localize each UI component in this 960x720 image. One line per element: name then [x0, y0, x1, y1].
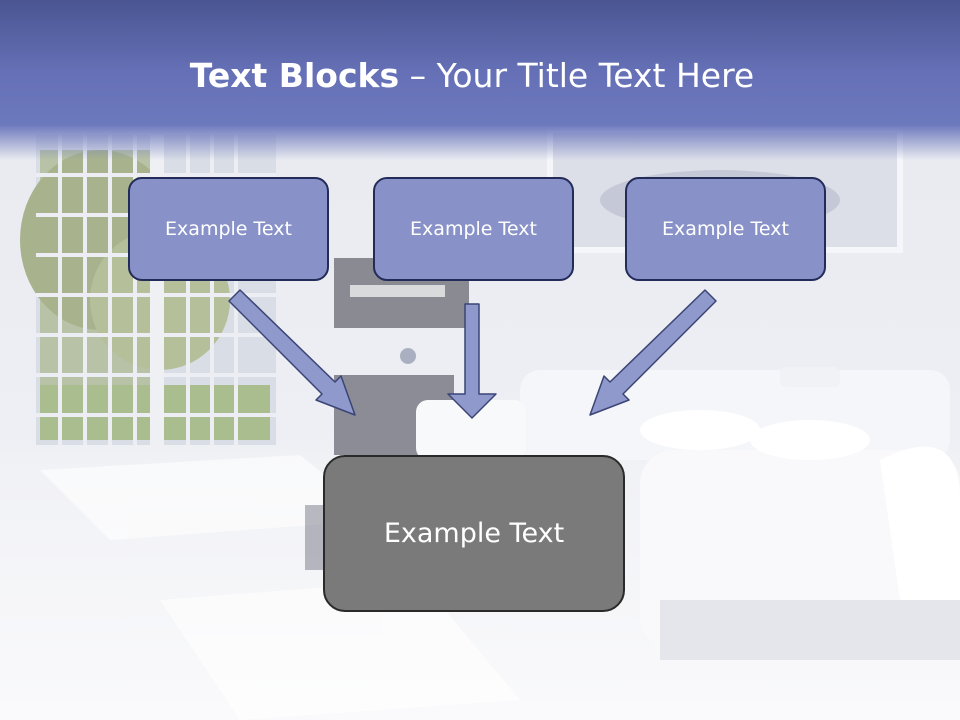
- arrow-left: [228, 289, 356, 416]
- arrow-right: [589, 289, 717, 416]
- sofa: [416, 367, 960, 660]
- text-block-1[interactable]: Example Text: [128, 177, 329, 281]
- title-dash: –: [399, 56, 437, 95]
- title-bold: Text Blocks: [189, 56, 400, 95]
- center-text-block-label: Example Text: [383, 518, 565, 549]
- slide-title: Text Blocks – Your Title Text Here: [0, 52, 944, 100]
- center-text-block[interactable]: Example Text: [323, 455, 625, 612]
- text-block-2-label: Example Text: [410, 218, 537, 240]
- arrow-center: [447, 303, 497, 419]
- title-rest: Your Title Text Here: [436, 56, 755, 95]
- text-block-1-label: Example Text: [165, 218, 292, 240]
- text-block-3[interactable]: Example Text: [625, 177, 826, 281]
- text-block-2[interactable]: Example Text: [373, 177, 574, 281]
- text-block-3-label: Example Text: [662, 218, 789, 240]
